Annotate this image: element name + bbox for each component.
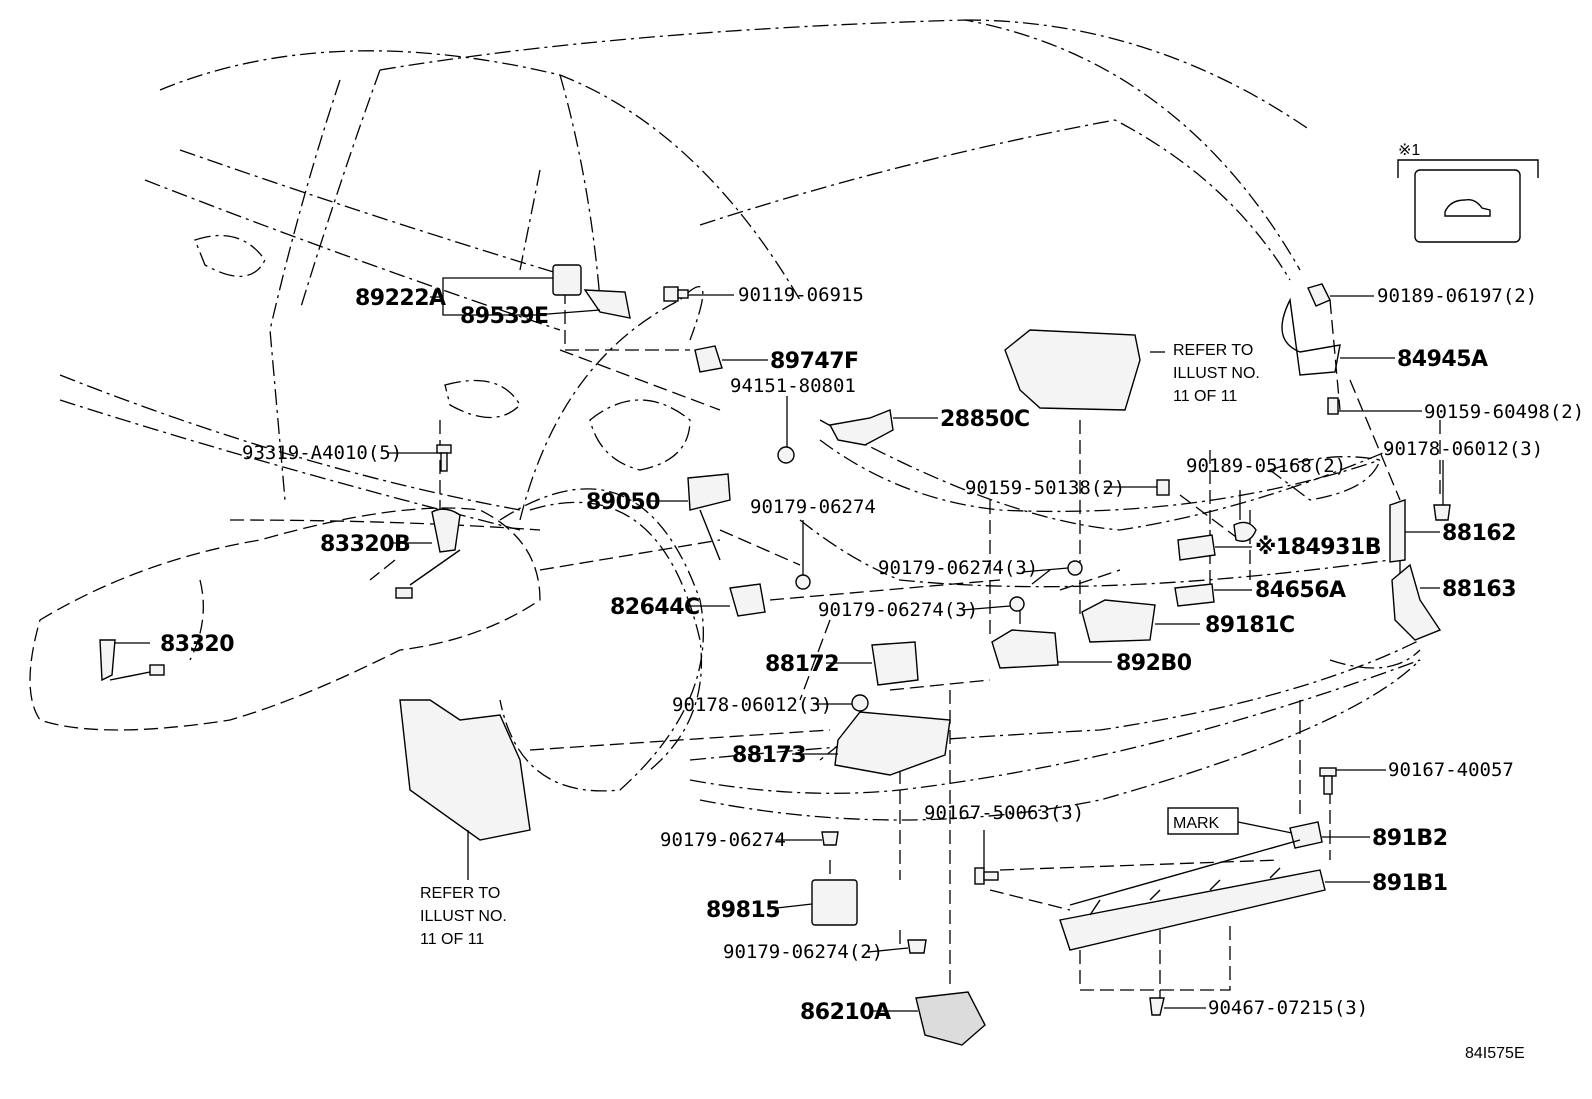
callout-89222A: 89222A (355, 286, 446, 311)
part-89181C (1081, 599, 1156, 643)
callout-89539E: 89539E (460, 304, 549, 329)
part-sketches (99, 264, 1451, 1046)
callout-94151-80801: 94151-80801 (730, 375, 856, 397)
part-90119-06915 (663, 286, 689, 302)
callout-86210A: 86210A (800, 1000, 891, 1025)
part-84931B (1177, 534, 1216, 561)
car-alarm-icon (1444, 198, 1491, 217)
guide-lines (369, 290, 1441, 1000)
part-89222A (552, 264, 582, 296)
note-refer-bottom: REFER TO ILLUST NO. 11 OF 11 (420, 885, 507, 948)
callout-90179-06274-a: 90179-06274 (750, 496, 876, 518)
callout-90178-06012-3a: 90178-06012(3) (672, 694, 832, 716)
callout-90178-06012-3b: 90178-06012(3) (1383, 438, 1543, 460)
callout-90467-07215: 90467-07215(3) (1208, 997, 1368, 1019)
callout-90179-06274-b: 90179-06274 (660, 829, 786, 851)
callout-90167-50063: 90167-50063(3) (924, 802, 1084, 824)
part-89815 (811, 879, 858, 926)
part-84945A (1281, 297, 1341, 376)
callout-labels: 89222A 89539E 90119-06915 89747F 94151-8… (160, 284, 1584, 1025)
callout-83320: 83320 (160, 632, 234, 657)
part-90467-07215 (1149, 997, 1165, 1016)
note-refer-bottom-line1: REFER TO (420, 885, 500, 902)
callout-89050: 89050 (586, 490, 660, 515)
note-refer-top: REFER TO ILLUST NO. 11 OF 11 (1173, 342, 1260, 405)
callout-90189-06197: 90189-06197(2) (1377, 285, 1537, 307)
callout-90179-06274-2: 90179-06274(2) (723, 941, 883, 963)
callout-84656A: 84656A (1255, 578, 1346, 603)
callout-892B0: 892B0 (1116, 651, 1192, 676)
mark-box (1167, 807, 1239, 835)
callout-88163: 88163 (1442, 577, 1516, 602)
callout-mark: MARK (1173, 815, 1220, 832)
part-ecu-box-bottom (399, 699, 531, 841)
part-88162 (1389, 499, 1406, 563)
vehicle-body-outline (59, 19, 1421, 821)
callout-90159-60498: 90159-60498(2) (1424, 401, 1584, 423)
callout-891B2: 891B2 (1372, 826, 1448, 851)
part-93319-A4010 (436, 444, 452, 472)
part-891B2 (1289, 821, 1323, 849)
callout-83320B: 83320B (320, 532, 410, 557)
part-90167-50063 (974, 867, 999, 885)
part-ecu-box-top (1004, 329, 1141, 411)
part-83320B (431, 508, 461, 553)
part-892B0 (991, 629, 1059, 669)
part-90189-05168 (1233, 521, 1257, 542)
callout-90179-06274-3b: 90179-06274(3) (818, 599, 978, 621)
legend-mark-text: ※1 (1398, 142, 1420, 159)
callout-90119-06915: 90119-06915 (738, 284, 864, 306)
part-891B1 (1059, 869, 1326, 951)
part-89747F (694, 345, 723, 373)
legend-box: ※1 (1397, 142, 1539, 243)
callout-90179-06274-3a: 90179-06274(3) (878, 557, 1038, 579)
callout-891B1: 891B1 (1372, 871, 1448, 896)
part-90159-60498 (1327, 397, 1339, 415)
callout-88172: 88172 (765, 652, 839, 677)
callout-89815: 89815 (706, 898, 780, 923)
callout-89181C: 89181C (1205, 613, 1295, 638)
callout-90189-05168: 90189-05168(2) (1186, 455, 1346, 477)
part-28850C (828, 409, 894, 446)
note-refer-bottom-line2: ILLUST NO. (420, 908, 507, 925)
part-89050 (687, 473, 731, 511)
note-refer-top-line1: REFER TO (1173, 342, 1253, 359)
part-88173 (834, 711, 951, 776)
part-84656A (1174, 583, 1215, 607)
part-90159-50138 (1156, 479, 1170, 496)
callout-93319-A4010: 93319-A4010(5) (242, 442, 402, 464)
part-89539E (583, 289, 631, 319)
part-86210A (915, 991, 986, 1046)
figure-code: 84I575E (1465, 1045, 1525, 1062)
callout-84931B: ※184931B (1255, 535, 1381, 560)
callout-82644C: 82644C (610, 595, 700, 620)
callout-90167-40057: 90167-40057 (1388, 759, 1514, 781)
callout-89747F: 89747F (770, 349, 859, 374)
part-82644C (729, 583, 766, 617)
part-90189-06197 (1307, 283, 1331, 307)
part-94151-80801 (777, 446, 795, 464)
part-88172 (871, 641, 919, 686)
callout-90159-50138: 90159-50138(2) (965, 477, 1125, 499)
callout-28850C: 28850C (940, 407, 1030, 432)
part-88163 (1391, 563, 1442, 641)
part-90167-40057 (1319, 767, 1337, 795)
note-refer-top-line3: 11 OF 11 (1173, 388, 1237, 405)
callout-84945A: 84945A (1397, 347, 1488, 372)
engine-bay-outline (29, 507, 541, 731)
callout-88162: 88162 (1442, 521, 1516, 546)
note-refer-bottom-line3: 11 OF 11 (420, 931, 484, 948)
part-83320 (99, 639, 116, 682)
leader-lines (115, 277, 1444, 1012)
callout-88173: 88173 (732, 743, 806, 768)
note-refer-top-line2: ILLUST NO. (1173, 365, 1260, 382)
